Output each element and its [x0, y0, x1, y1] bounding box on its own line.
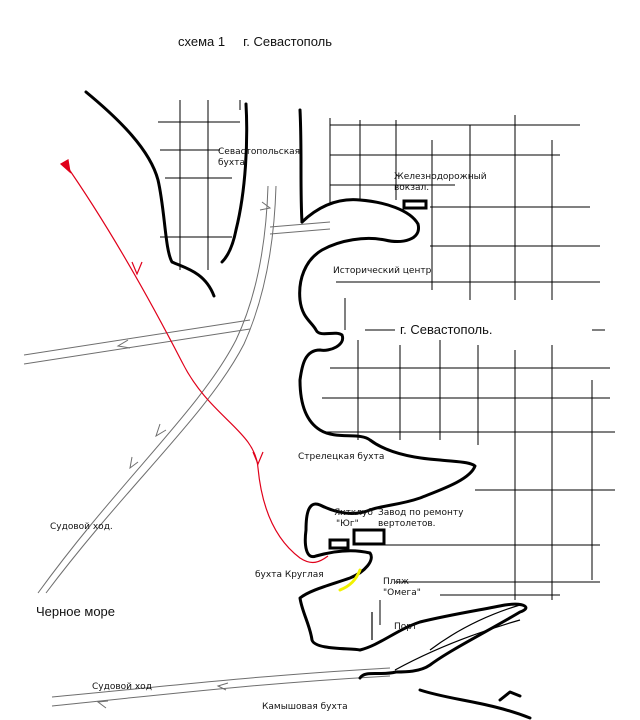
coastline	[84, 90, 532, 720]
heli-plant-label-line1: Завод по ремонту	[378, 508, 464, 518]
heli-plant-marker	[352, 528, 386, 546]
beach-label: Пляж "Омега"	[383, 577, 421, 599]
kruglaya-bay-label: бухта Круглая	[255, 570, 324, 580]
heli-plant-label: Завод по ремонту вертолетов.	[378, 508, 463, 530]
fairway-lines	[23, 185, 391, 707]
map-title: схема 1 г. Севастополь	[178, 34, 333, 49]
black-sea-label: Черное море	[36, 604, 116, 619]
yacht-club-marker	[328, 538, 350, 550]
sevastopol-bay-label-line2: бухта	[218, 158, 245, 168]
beach-highlight	[338, 568, 362, 592]
city-label: г. Севастополь.	[400, 322, 493, 337]
railway-station-marker	[402, 199, 428, 210]
port-label: Порт	[394, 622, 418, 632]
sevastopol-bay-label-line1: Севастопольская	[218, 147, 301, 157]
railway-station-label-line2: вокзал.	[394, 183, 430, 193]
yacht-club-label: Яхтклуб "Юг"	[334, 508, 373, 530]
fairway-label-2: Судовой ход	[92, 682, 152, 692]
fairway-arrows	[96, 201, 272, 709]
fairway-label-1: Судовой ход.	[50, 522, 113, 532]
sevastopol-bay-label: Севастопольская бухта	[218, 147, 300, 169]
street-grid	[158, 100, 615, 625]
historic-center-label: Исторический центр	[333, 266, 432, 276]
yacht-club-label-line1: Яхтклуб	[334, 508, 373, 518]
heli-plant-label-line2: вертолетов.	[378, 519, 436, 529]
railway-station-label: Железнодорожный вокзал.	[394, 172, 487, 194]
beach-label-line2: "Омега"	[383, 588, 421, 598]
beach-label-line1: Пляж	[383, 577, 410, 587]
red-route	[59, 159, 329, 564]
yacht-club-label-line2: "Юг"	[336, 519, 359, 529]
streletskaya-bay-label: Стрелецкая бухта	[298, 452, 385, 462]
railway-station-label-line1: Железнодорожный	[394, 172, 487, 182]
port-roads	[371, 604, 521, 671]
kamyshovaya-bay-label: Камышовая бухта	[262, 702, 348, 712]
